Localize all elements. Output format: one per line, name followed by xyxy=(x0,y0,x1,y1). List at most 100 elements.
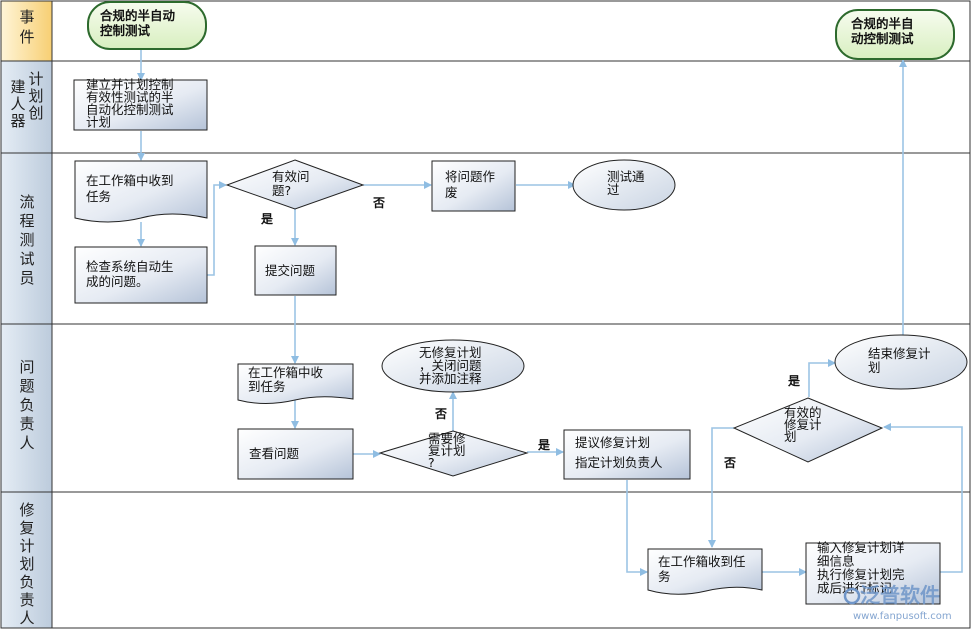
receive_task2-line-1: 到任务 xyxy=(248,379,286,394)
propose-fix-box[interactable] xyxy=(563,429,691,480)
void-issue-box[interactable] xyxy=(431,160,516,212)
receive-task3-document[interactable] xyxy=(647,548,763,595)
lane-char: 件 xyxy=(19,28,34,46)
effective-plan-label: 有效的修复计划 xyxy=(784,405,822,444)
no-fix-plan-ellipse[interactable] xyxy=(381,339,525,393)
lane-char: 员 xyxy=(19,269,34,287)
effective-plan-decision[interactable] xyxy=(732,397,884,463)
lane-char: 划 xyxy=(28,87,43,105)
lane-char: 程 xyxy=(19,212,34,230)
effective-issue-decision[interactable] xyxy=(225,159,365,210)
test_passed-line-1: 过 xyxy=(607,182,620,197)
end_fix-line-0: 结束修复计 xyxy=(868,346,931,361)
create_plan-line-2: 自动化控制测试 xyxy=(86,102,174,117)
watermark: 泛普软件 www.fanpusoft.com xyxy=(843,583,952,622)
end-fix-label: 结束修复计划 xyxy=(868,346,931,375)
need_fix_plan-line-2: ? xyxy=(428,455,435,470)
end_top-line-1: 动控制测试 xyxy=(851,31,914,46)
edge-enter-to-effective xyxy=(883,423,963,573)
enter-fix-detail-box[interactable] xyxy=(805,542,941,605)
edge-label-no1: 否 xyxy=(372,196,385,210)
create-plan-label: 建立并计划控制有效性测试的半自动化控制测试计划 xyxy=(86,77,174,130)
effective_plan-line-2: 划 xyxy=(784,429,797,444)
submit-issue-label: 提交问题 xyxy=(265,263,316,278)
end-fix-ellipse[interactable] xyxy=(834,334,968,390)
receive-task2-document[interactable] xyxy=(237,363,354,404)
test-passed-label: 测试通过 xyxy=(607,169,645,197)
lane-char: 题 xyxy=(19,377,34,395)
enter_fix_detail-line-2: 执行修复计划完 xyxy=(817,567,905,582)
receive_task-line-1: 任务 xyxy=(86,189,111,204)
check-issue-box[interactable] xyxy=(74,246,208,304)
no_fix_plan-line-0: 无修复计划 xyxy=(419,345,482,360)
enter_fix_detail-line-3: 成后进行标记 xyxy=(817,581,893,596)
effective_plan-line-1: 修复计 xyxy=(784,417,822,432)
edge-propose-to-receive3 xyxy=(626,480,648,576)
check_issue-line-0: 检查系统自动生 xyxy=(86,259,174,274)
lane-char: 人 xyxy=(10,95,25,113)
start-line-0: 合规的半自动 xyxy=(100,8,176,23)
start-terminator[interactable] xyxy=(87,1,207,50)
need-fix-plan-decision[interactable] xyxy=(378,430,529,477)
no-fix-plan-label: 无修复计划，关闭问题并添加注释 xyxy=(419,345,482,386)
effective_issue-line-0: 有效问 xyxy=(272,169,310,184)
no_fix_plan-line-2: 并添加注释 xyxy=(419,371,482,386)
lane-header-event xyxy=(0,0,53,62)
edge-label-no3: 否 xyxy=(723,456,736,470)
effective_plan-line-0: 有效的 xyxy=(784,405,822,420)
check_issue-line-1: 成的问题。 xyxy=(86,274,149,289)
lane-char: 器 xyxy=(10,112,25,130)
create-plan-box[interactable] xyxy=(73,79,208,131)
edge-label-no2: 否 xyxy=(434,407,447,421)
enter-fix-detail-label: 输入修复计划详细信息执行修复计划完成后进行标记 xyxy=(817,540,905,596)
receive-task-label: 在工作箱中收到任务 xyxy=(86,173,174,204)
effective_issue-line-1: 题? xyxy=(272,183,291,198)
lane-char: 建 xyxy=(10,78,25,96)
edge-label-yes2: 是 xyxy=(537,438,551,452)
watermark-brand: 泛普软件 xyxy=(860,583,940,607)
end-terminator[interactable] xyxy=(835,9,955,60)
need_fix_plan-line-1: 复计划 xyxy=(428,443,466,458)
submit_issue-line-0: 提交问题 xyxy=(265,263,316,278)
need-fix-plan-label: 需要修复计划? xyxy=(428,431,466,470)
submit-issue-box[interactable] xyxy=(254,245,337,296)
create_plan-line-0: 建立并计划控制 xyxy=(86,77,174,92)
lane-char: 创 xyxy=(28,104,43,122)
lane-char: 流 xyxy=(19,193,34,211)
lane-label-tester: 流程测试员 xyxy=(19,193,34,287)
test_passed-line-0: 测试通 xyxy=(607,169,645,184)
edge-label-yes3: 是 xyxy=(787,374,801,388)
receive-task3-label: 在工作箱收到任务 xyxy=(658,554,746,584)
edge-effective-no xyxy=(708,427,734,548)
lane-char: 试 xyxy=(19,250,34,268)
enter_fix_detail-line-0: 输入修复计划详 xyxy=(817,540,905,555)
lane-char: 责 xyxy=(19,591,34,609)
need_fix_plan-line-0: 需要修 xyxy=(428,431,466,446)
lane-char: 责 xyxy=(19,415,34,433)
lane-char: 负 xyxy=(19,573,34,591)
propose_fix-line-0: 提议修复计划 xyxy=(575,435,650,450)
end-label: 合规的半自动控制测试 xyxy=(851,16,914,46)
lane-label-fix-owner: 修复计划负责人 xyxy=(19,501,34,627)
receive_task-line-0: 在工作箱中收到 xyxy=(86,173,174,188)
create_plan-line-3: 计划 xyxy=(86,115,111,130)
lane-char: 复 xyxy=(19,519,34,537)
edge-label-yes1: 是 xyxy=(260,212,274,226)
lane-header-tester xyxy=(0,152,53,325)
lane-label-issue-owner: 问题负责人 xyxy=(19,358,34,452)
lane-char: 计 xyxy=(28,70,43,88)
lane-char: 划 xyxy=(19,555,34,573)
lane-char: 负 xyxy=(19,396,34,414)
receive_task2-line-0: 在工作箱中收 xyxy=(248,365,324,380)
edge-effective-yes xyxy=(808,359,836,397)
create_plan-line-1: 有效性测试的半 xyxy=(86,90,174,105)
connectors xyxy=(137,50,963,576)
view-issue-box[interactable] xyxy=(237,428,354,480)
start-label: 合规的半自动控制测试 xyxy=(100,8,176,38)
brand-logo-icon xyxy=(843,587,861,605)
test-passed-ellipse[interactable] xyxy=(572,159,676,211)
start-line-1: 控制测试 xyxy=(100,23,151,38)
propose_fix-line-1: 指定计划负责人 xyxy=(575,455,663,470)
receive-task-document[interactable] xyxy=(74,160,208,223)
